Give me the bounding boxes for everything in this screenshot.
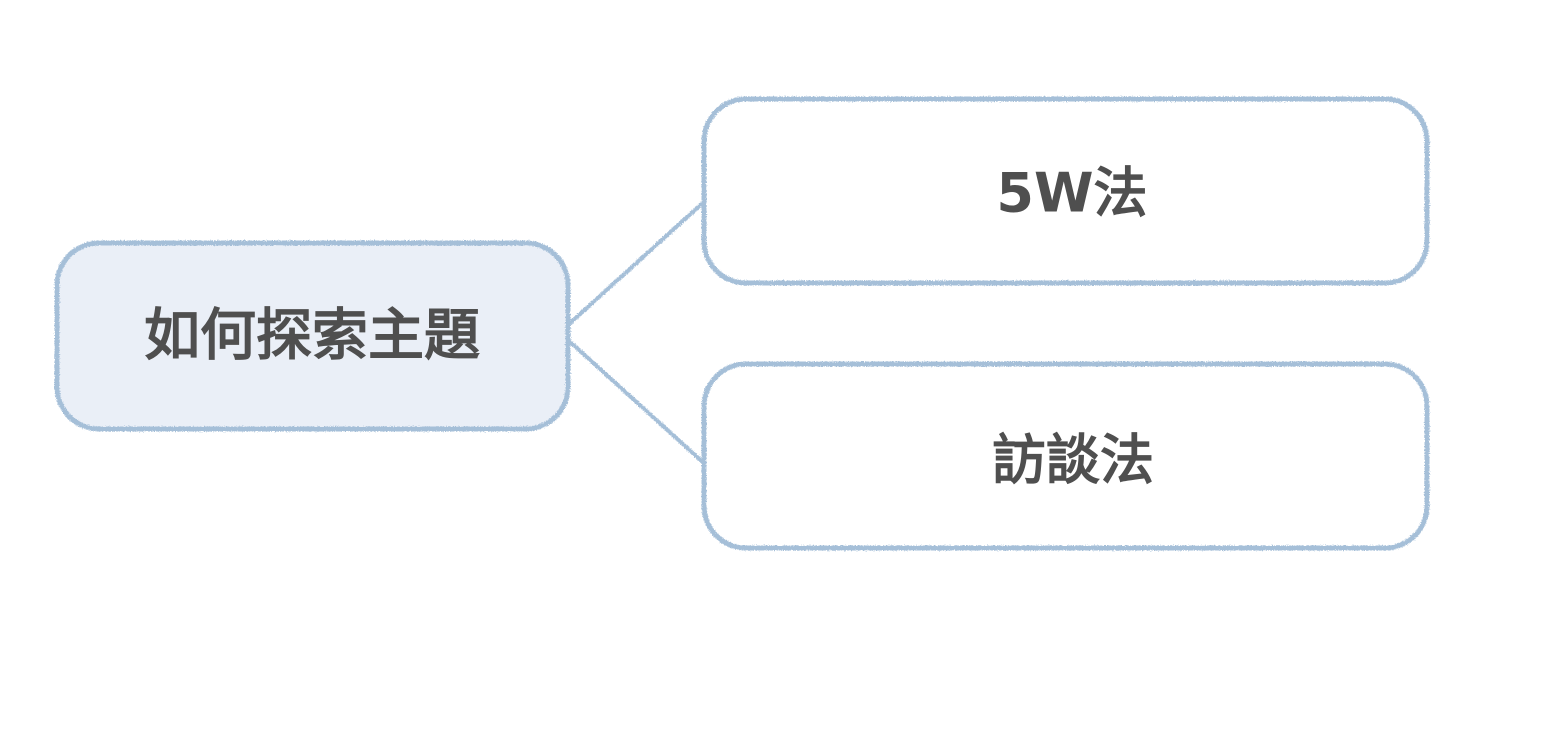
connector-root-to-interview	[566, 338, 708, 467]
root-node-box[interactable]	[54, 240, 571, 432]
child-node-5w-box[interactable]	[701, 96, 1430, 286]
connectors	[566, 198, 708, 467]
root-node[interactable]: 如何探索主題	[54, 240, 571, 432]
child-node-interview-label: 訪談法	[992, 429, 1154, 492]
child-node-interview-box[interactable]	[701, 361, 1430, 551]
child-node-interview[interactable]: 訪談法	[701, 361, 1430, 551]
child-node-5w-label: 5W法	[996, 162, 1147, 225]
child-node-5w[interactable]: 5W法	[701, 96, 1430, 286]
connector-root-to-5w	[566, 198, 708, 327]
root-node-label: 如何探索主題	[144, 304, 480, 369]
